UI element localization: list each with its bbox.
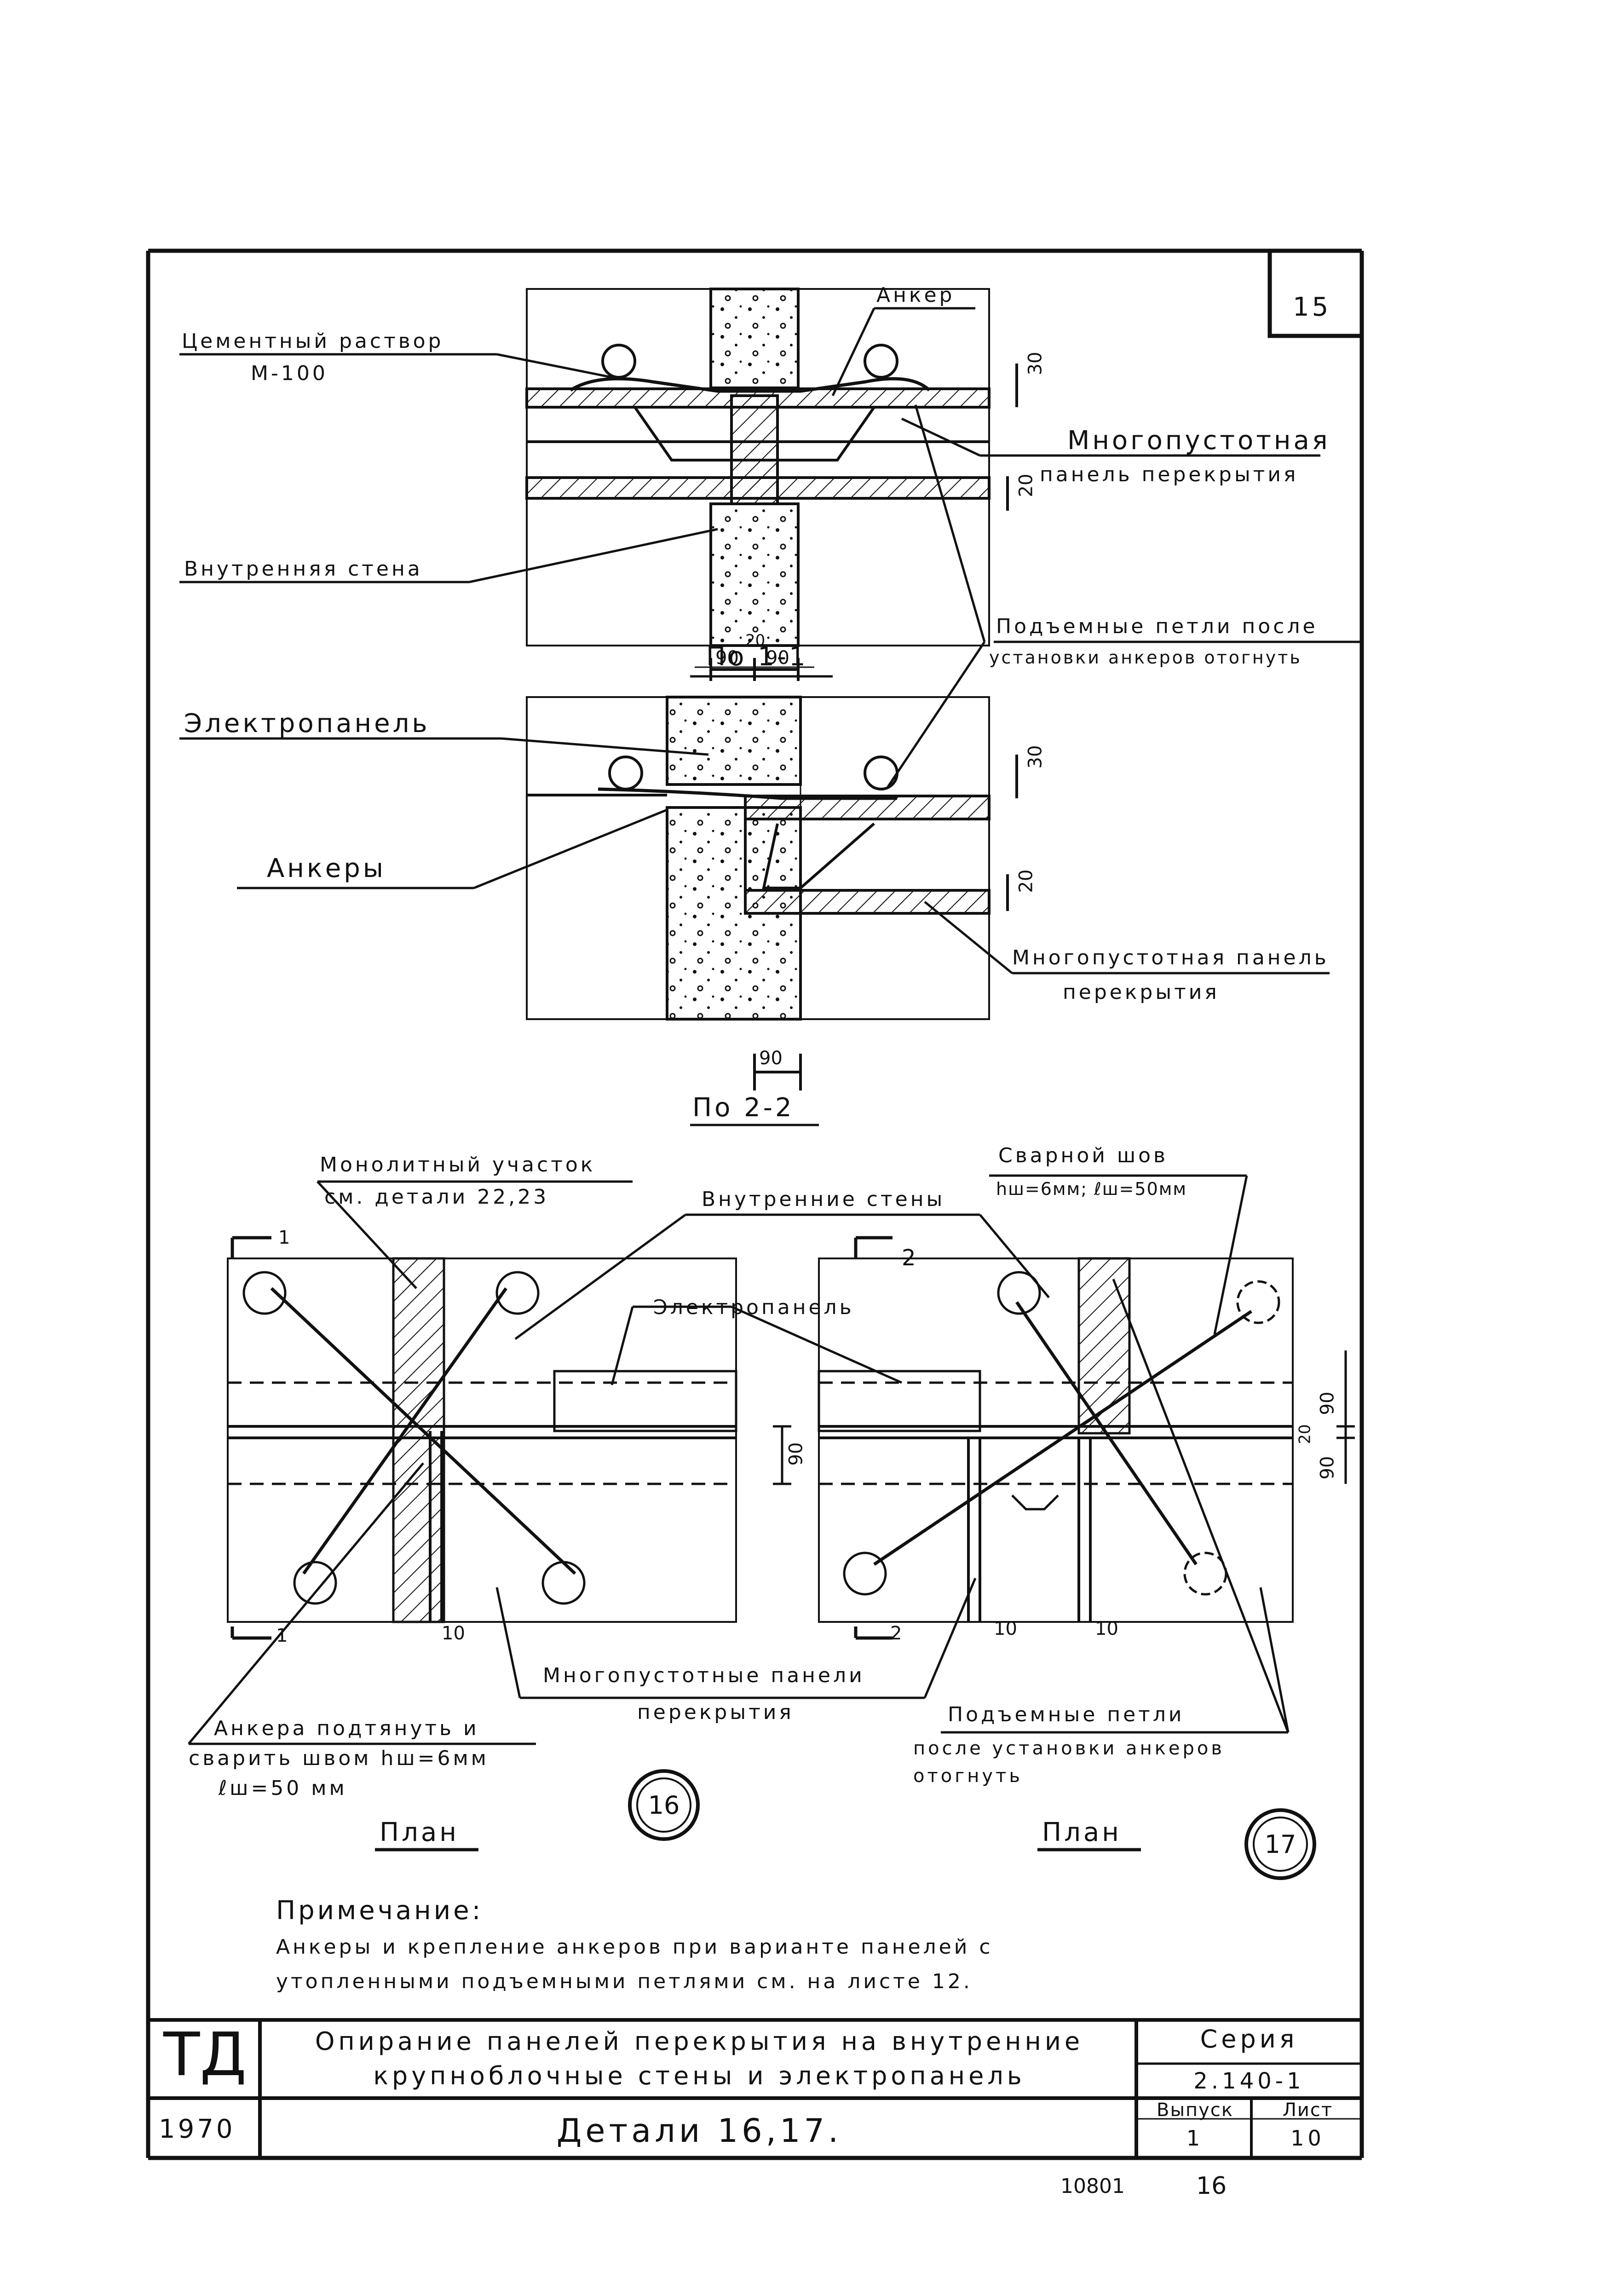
- detail-16-number: 16: [636, 1777, 691, 1833]
- label-hollow-panel-1b: панель перекрытия: [1040, 463, 1299, 486]
- series-value: 2.140-1: [1193, 2068, 1305, 2094]
- lift-loops-note-1: Подъемные петли после: [996, 615, 1318, 638]
- label-cement-grade: М-100: [251, 362, 328, 385]
- label-electropanel-plan: Электропанель: [653, 1296, 854, 1319]
- label-anchor-length: ℓш=50 мм: [219, 1777, 347, 1800]
- section-2-2-title: По 2-2: [692, 1093, 795, 1123]
- label-anchors: Анкеры: [267, 854, 386, 883]
- title-block-year: 1970: [159, 2114, 236, 2144]
- section-2-2-graphic: [526, 696, 1018, 1126]
- label-electropanel: Электропанель: [184, 709, 430, 738]
- note-line-2: утопленными подъемными петлями см. на ли…: [276, 1970, 973, 1993]
- label-weld-seam: Сварной шов: [998, 1144, 1168, 1167]
- label-monolith: Монолитный участок: [320, 1153, 596, 1177]
- issue-label: Выпуск: [1157, 2100, 1233, 2121]
- title-block-title-3: Детали 16,17.: [556, 2112, 842, 2150]
- dim-20-s2: 20: [1015, 869, 1037, 893]
- label-inner-wall: Внутренняя стена: [184, 557, 423, 581]
- plan-17-graphic: [818, 1236, 1355, 1640]
- label-cement-mortar: Цементный раствор: [182, 329, 444, 353]
- label-hollow-panel-2b: перекрытия: [1063, 981, 1220, 1004]
- series-label: Серия: [1200, 2025, 1298, 2054]
- dim-right-20: 20: [1296, 1424, 1314, 1444]
- cut-2-bottom: 2: [890, 1623, 902, 1644]
- dim-left-90: 90: [715, 647, 739, 669]
- plan-right-title: План: [1042, 1817, 1122, 1847]
- label-lift-bend: отогнуть: [913, 1765, 1023, 1787]
- dim-10-plan-17a: 10: [994, 1618, 1017, 1639]
- sheet-frame: [146, 248, 1364, 2160]
- section-1-1-graphic: [525, 288, 1018, 681]
- plan-left-title: План: [380, 1817, 459, 1847]
- label-hollow-panel-2: Многопустотная панель: [1012, 946, 1329, 969]
- detail-17-marker: 17: [1244, 1808, 1316, 1880]
- cut-1-bottom: 1: [276, 1625, 288, 1646]
- dim-right-90a: 90: [1317, 1391, 1338, 1415]
- dim-10-plan-17b: 10: [1095, 1618, 1118, 1639]
- lift-loops-note-2: установки анкеров отогнуть: [989, 647, 1302, 668]
- dim-right-90: 90: [766, 647, 789, 669]
- label-hollow-panels: Многопустотные панели: [543, 1664, 865, 1687]
- label-anchor-weld: сварить швом hш=6мм: [189, 1747, 489, 1770]
- title-block-title-1: Опирание панелей перекрытия на внутренни…: [315, 2027, 1084, 2056]
- detail-17-number: 17: [1253, 1817, 1308, 1872]
- title-block-title-2: крупноблочные стены и электропанель: [373, 2061, 1025, 2090]
- dim-10-plan-16: 10: [442, 1623, 465, 1644]
- dim-mid-20: 20: [745, 631, 766, 650]
- dim-90-s2: 90: [759, 1048, 783, 1069]
- dim-30-s2: 30: [1025, 745, 1046, 769]
- sheet-corner-number: 15: [1293, 292, 1331, 322]
- title-block-lines: [148, 2018, 1362, 2158]
- archive-code: 10801: [1060, 2175, 1125, 2198]
- label-hollow-panels-b: перекрытия: [637, 1701, 794, 1724]
- label-lift-loops: Подъемные петли: [948, 1703, 1185, 1726]
- detail-16-marker: 16: [628, 1769, 700, 1841]
- label-hollow-panel-1: Многопустотная: [1067, 426, 1330, 456]
- dim-right-90b: 90: [1317, 1456, 1338, 1480]
- label-monolith-ref: см. детали 22,23: [324, 1185, 549, 1209]
- note-heading: Примечание:: [276, 1896, 484, 1926]
- dim-90-plan: 90: [785, 1442, 807, 1466]
- label-lift-after: после установки анкеров: [913, 1738, 1225, 1759]
- label-inner-walls: Внутренние стены: [702, 1188, 945, 1211]
- label-anchor-tighten: Анкера подтянуть и: [214, 1717, 479, 1740]
- cut-1-top: 1: [278, 1227, 290, 1248]
- label-weld-dims: hш=6мм; ℓш=50мм: [996, 1179, 1187, 1199]
- section-1-1-title: По 1-1: [706, 642, 808, 672]
- cut-2-top: 2: [902, 1245, 916, 1271]
- sheet-value: 10: [1290, 2126, 1325, 2151]
- label-anchor: Анкер: [876, 283, 955, 307]
- dim-20-s1: 20: [1015, 473, 1037, 497]
- issue-value: 1: [1186, 2126, 1204, 2151]
- note-line-1: Анкеры и крепление анкеров при варианте …: [276, 1935, 993, 1959]
- sheet-label: Лист: [1282, 2100, 1333, 2121]
- title-block-code: ТД: [163, 2019, 247, 2089]
- dim-30-s1: 30: [1025, 352, 1046, 375]
- page-number: 16: [1196, 2172, 1227, 2200]
- plan-16-graphic: [227, 1236, 791, 1640]
